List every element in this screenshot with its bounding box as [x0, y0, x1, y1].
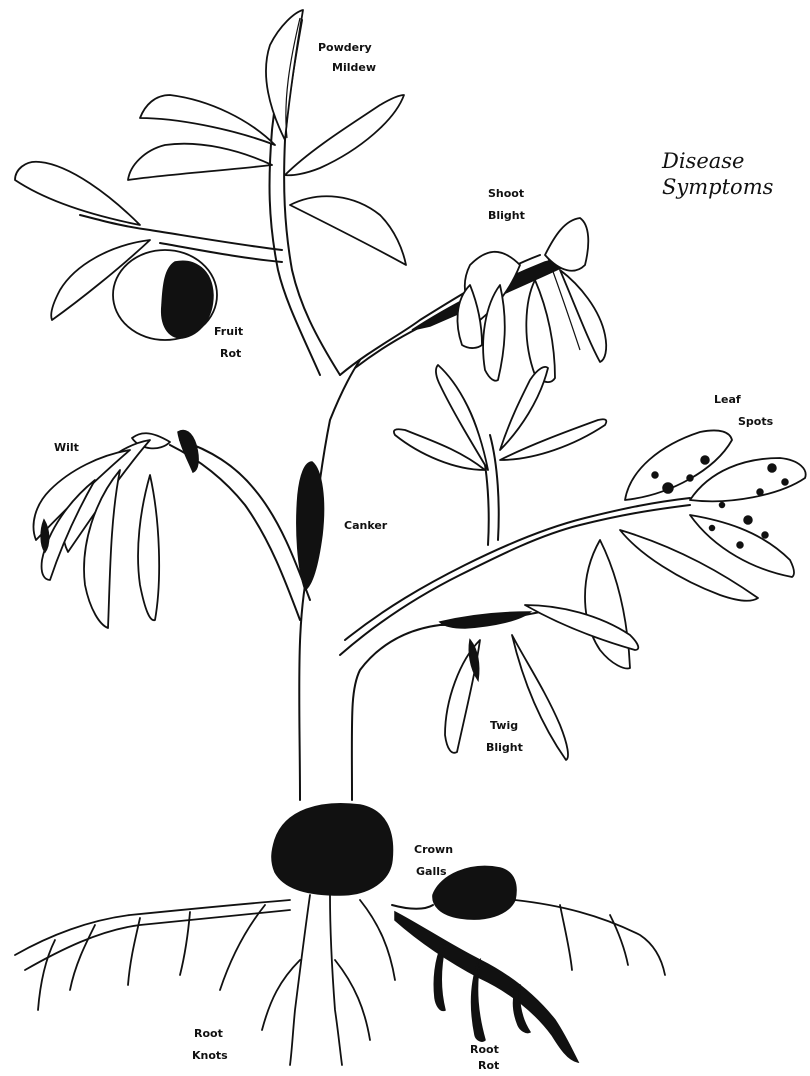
label-powdery-mildew-line2: Mildew [332, 58, 376, 78]
label-root-knots-line2: Knots [192, 1046, 228, 1066]
roots [15, 895, 665, 1065]
label-twig-blight-line1: Twig [490, 716, 518, 736]
label-root-rot-line2: Rot [478, 1056, 499, 1076]
label-fruit-rot-line1: Fruit [214, 322, 243, 342]
label-canker: Canker [344, 516, 387, 536]
canker [297, 462, 324, 590]
label-crown-galls-line1: Crown [414, 840, 453, 860]
label-root-knots-line1: Root [194, 1024, 223, 1044]
label-twig-blight-line2: Blight [486, 738, 523, 758]
label-leaf-spots-line1: Leaf [714, 390, 741, 410]
twig-blight [440, 605, 638, 760]
upper-right-leaves [394, 365, 606, 470]
label-fruit-rot-line2: Rot [220, 344, 241, 364]
shoot-blight [412, 218, 606, 382]
fruit-rot [15, 162, 217, 340]
diagram-title-line1: Disease [662, 150, 744, 172]
label-shoot-blight-line2: Blight [488, 206, 525, 226]
label-powdery-mildew-line1: Powdery [318, 38, 372, 58]
trunk [299, 360, 440, 800]
label-crown-galls-line2: Galls [416, 862, 447, 882]
label-leaf-spots-line2: Spots [738, 412, 773, 432]
wilt [34, 431, 199, 628]
diagram-title-line2: Symptoms [662, 176, 773, 198]
label-shoot-blight-line1: Shoot [488, 184, 524, 204]
label-wilt: Wilt [54, 438, 79, 458]
